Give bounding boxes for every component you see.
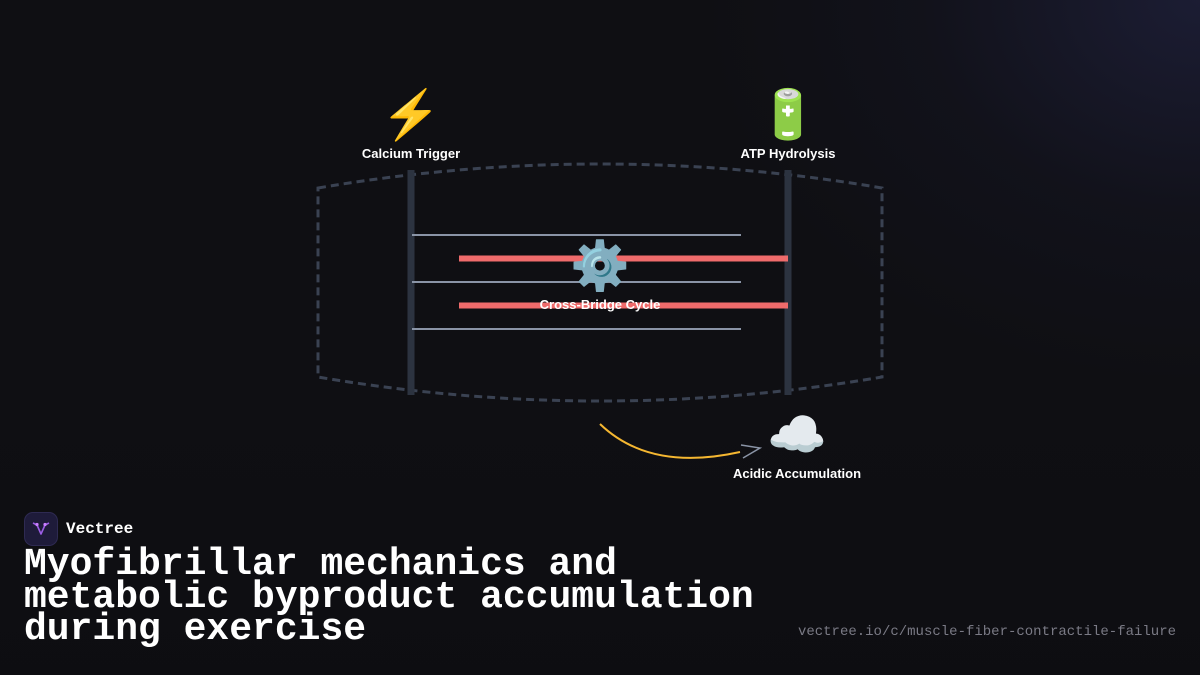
node-atp-hydrolysis: 🔋 ATP Hydrolysis: [741, 88, 836, 161]
node-label: ATP Hydrolysis: [740, 146, 836, 161]
node-label: Acidic Accumulation: [732, 466, 862, 481]
arrowhead: [740, 444, 763, 459]
node-cross-bridge-cycle: ⚙️ Cross-Bridge Cycle: [540, 239, 661, 312]
flow-arrow: [599, 423, 741, 459]
gear-icon: ⚙️: [570, 240, 630, 293]
battery-icon: 🔋: [758, 89, 818, 142]
node-calcium-trigger: ⚡ Calcium Trigger: [362, 88, 460, 161]
brand-name: Vectree: [66, 520, 134, 538]
sarcomere-outline: [316, 162, 884, 403]
lightning-icon: ⚡: [381, 89, 441, 142]
node-label: Cross-Bridge Cycle: [539, 297, 661, 312]
page-title: Myofibrillar mechanics and metabolic byp…: [24, 543, 754, 651]
brand: Vectree: [24, 512, 133, 546]
source-url: vectree.io/c/muscle-fiber-contractile-fa…: [797, 624, 1176, 640]
vectree-logo-mark: [32, 522, 50, 535]
node-label: Calcium Trigger: [361, 146, 461, 161]
cloud-icon: ☁️: [767, 409, 827, 462]
vectree-logo-icon: [24, 512, 58, 546]
node-acidic-accumulation: ☁️ Acidic Accumulation: [733, 408, 861, 481]
